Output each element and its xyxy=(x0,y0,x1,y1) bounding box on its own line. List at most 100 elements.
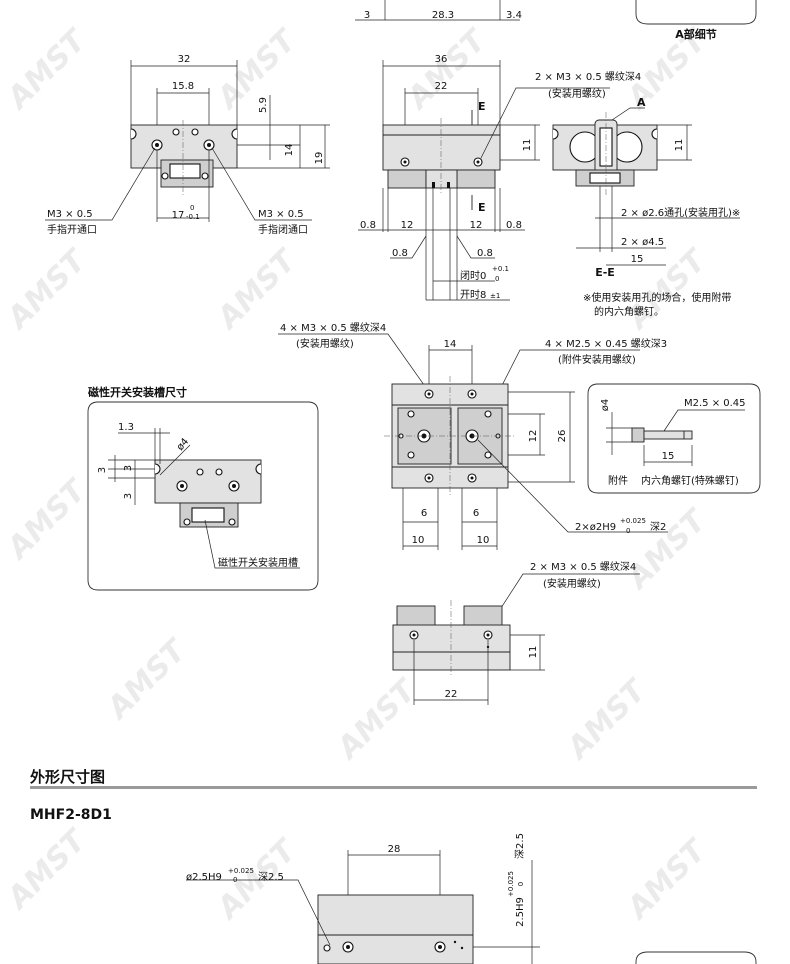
dim-14: 14 xyxy=(284,144,295,157)
left-side-view: 32 15.8 5.9 14 19 17 0 -0.1 M xyxy=(45,54,330,236)
watermark: AMST xyxy=(99,632,194,727)
dim-label: 3.4 xyxy=(506,10,522,21)
section-mark-e-top: E xyxy=(478,100,486,113)
pin-tol-upper: +0.025 xyxy=(620,517,646,525)
dim-0-8-lower-right: 0.8 xyxy=(477,248,493,259)
mount-thread: 2 × M3 × 0.5 螺纹深4 xyxy=(530,560,636,573)
top-view: 4 × M3 × 0.5 螺纹深4 (安装用螺纹) 14 4 × M2.5 × … xyxy=(278,321,668,550)
mount-note: (安装用螺纹) xyxy=(548,87,606,100)
dim-3c: 3 xyxy=(123,493,134,499)
accessory-box: ø4 M2.5 × 0.45 15 附件 内六角螺钉(特殊螺钉) xyxy=(587,383,761,494)
dim-17-tol-lower: -0.1 xyxy=(186,213,200,221)
section-divider xyxy=(30,786,757,789)
dim-0-8-right: 0.8 xyxy=(506,220,522,231)
dim-11: 11 xyxy=(522,139,533,152)
accessory-thread: M2.5 × 0.45 xyxy=(684,398,746,409)
dim-3a: 3 xyxy=(97,467,108,473)
dim-17-tol-upper: 0 xyxy=(190,204,194,212)
through-hole-label: 2 × ø2.6通孔(安装用孔)※ xyxy=(621,206,740,219)
slot-box-title: 磁性开关安装槽尺寸 xyxy=(88,385,187,399)
dim-0-8-left: 0.8 xyxy=(360,220,376,231)
dim-11: 11 xyxy=(528,646,539,659)
port-right-thread: M3 × 0.5 xyxy=(258,209,304,220)
watermark: AMST xyxy=(0,472,95,567)
dim-10-left: 10 xyxy=(412,535,425,546)
dim-10-right: 10 xyxy=(477,535,490,546)
finger-right xyxy=(456,169,496,189)
detail-mark-a: A xyxy=(637,96,646,109)
dim-width-inner: 15.8 xyxy=(172,81,194,92)
detail-a-title: A部细节 xyxy=(675,27,717,41)
dim-1-3: 1.3 xyxy=(118,422,134,433)
watermark: AMST xyxy=(329,672,424,767)
accessory-label: 附件 xyxy=(608,474,628,487)
front-view: 36 22 E E 2 × M3 × 0.5 螺纹深4 (安装用螺纹) 11 xyxy=(358,54,641,301)
accessory-desc: 内六角螺钉(特殊螺钉) xyxy=(641,474,739,487)
dim-width-total: 32 xyxy=(178,54,191,65)
section-mark-e-bottom: E xyxy=(478,201,486,214)
vert-depth: 深2.5 xyxy=(514,833,526,859)
dim-12-left: 12 xyxy=(401,220,414,231)
counterbore-label: 2 × ø4.5 xyxy=(621,237,664,248)
pin-depth: 深2.5 xyxy=(258,871,284,883)
section-heading: 外形尺寸图 xyxy=(29,768,105,786)
gripper-body-front xyxy=(382,124,501,171)
top-dimension-strip: 3 28.3 3.4 A部细节 xyxy=(355,0,757,41)
dim-5-9: 5.9 xyxy=(258,97,269,113)
dim-19: 19 xyxy=(314,152,325,165)
watermark: AMST xyxy=(0,822,95,917)
dim-phi4: ø4 xyxy=(175,436,191,453)
port-left-thread: M3 × 0.5 xyxy=(47,209,93,220)
open-label: 开时8 xyxy=(460,289,486,301)
dim-6-left: 6 xyxy=(421,508,427,519)
note-line-1: ※使用安装用孔的场合，使用附带 xyxy=(583,291,731,304)
closed-label: 闭时0 xyxy=(460,269,486,282)
pin-depth: 深2 xyxy=(650,521,666,533)
section-2-outline-drawing: 外形尺寸图 MHF2-8D1 28 ø2.5H9 +0.025 0 深2.5 2… xyxy=(29,768,757,964)
watermark: AMST xyxy=(0,22,95,117)
accessory-length: 15 xyxy=(662,451,675,462)
pin-tol-lower: 0 xyxy=(626,527,630,535)
section-label-e-e: E-E xyxy=(595,266,615,279)
mount-note: (安装用螺纹) xyxy=(296,337,354,350)
attach-note: (附件安装用螺纹) xyxy=(558,353,636,366)
open-tol: ±1 xyxy=(490,292,500,300)
finger-left xyxy=(387,169,427,189)
pin-hole: ø2.5H9 xyxy=(186,872,222,883)
dim-17: 17 xyxy=(172,210,185,221)
slot-detail-box: 磁性开关安装槽尺寸 1.3 ø4 3 3 3 磁性开关安装用槽 xyxy=(87,385,319,591)
section-view-e-e: A 11 2 × ø2.6通孔(安装用孔)※ 2 × ø4.5 15 E-E ※… xyxy=(552,96,740,318)
closed-tol-lower: 0 xyxy=(495,275,499,283)
vert-tol-lower: 0 xyxy=(517,882,525,886)
dim-label: 28.3 xyxy=(432,10,454,21)
gripper-body-bottom xyxy=(392,624,511,671)
dim-width-inner: 22 xyxy=(435,81,448,92)
vert-pin: 2.5H9 xyxy=(515,897,526,927)
dim-22: 22 xyxy=(445,689,458,700)
gripper-body-8d1 xyxy=(317,894,474,964)
dim-12: 12 xyxy=(528,430,539,443)
pin-tol-upper: +0.025 xyxy=(228,867,254,875)
closed-tol-upper: +0.1 xyxy=(492,265,509,273)
pin-hole: 2×ø2H9 xyxy=(575,522,616,533)
bottom-view: 2 × M3 × 0.5 螺纹深4 (安装用螺纹) 11 22 xyxy=(392,560,640,705)
mount-thread: 2 × M3 × 0.5 螺纹深4 xyxy=(535,70,641,83)
port-right-label: 手指闭通口 xyxy=(258,223,308,236)
watermark: AMST xyxy=(559,672,654,767)
dim-28: 28 xyxy=(388,844,401,855)
dim-26: 26 xyxy=(557,430,568,443)
model-name: MHF2-8D1 xyxy=(30,807,112,823)
dim-6-right: 6 xyxy=(473,508,479,519)
dim-0-8-lower-left: 0.8 xyxy=(392,248,408,259)
dim-11: 11 xyxy=(674,139,685,152)
dim-12-right: 12 xyxy=(470,220,483,231)
watermark: AMST xyxy=(0,242,95,337)
dim-label: 3 xyxy=(364,10,370,21)
finger-right xyxy=(463,605,503,627)
dim-15: 15 xyxy=(631,254,644,265)
port-left-label: 手指开通口 xyxy=(47,223,97,236)
attach-thread: 4 × M2.5 × 0.45 螺纹深3 xyxy=(545,337,667,350)
dim-14: 14 xyxy=(444,339,457,350)
pin-tol-lower: 0 xyxy=(233,876,237,884)
